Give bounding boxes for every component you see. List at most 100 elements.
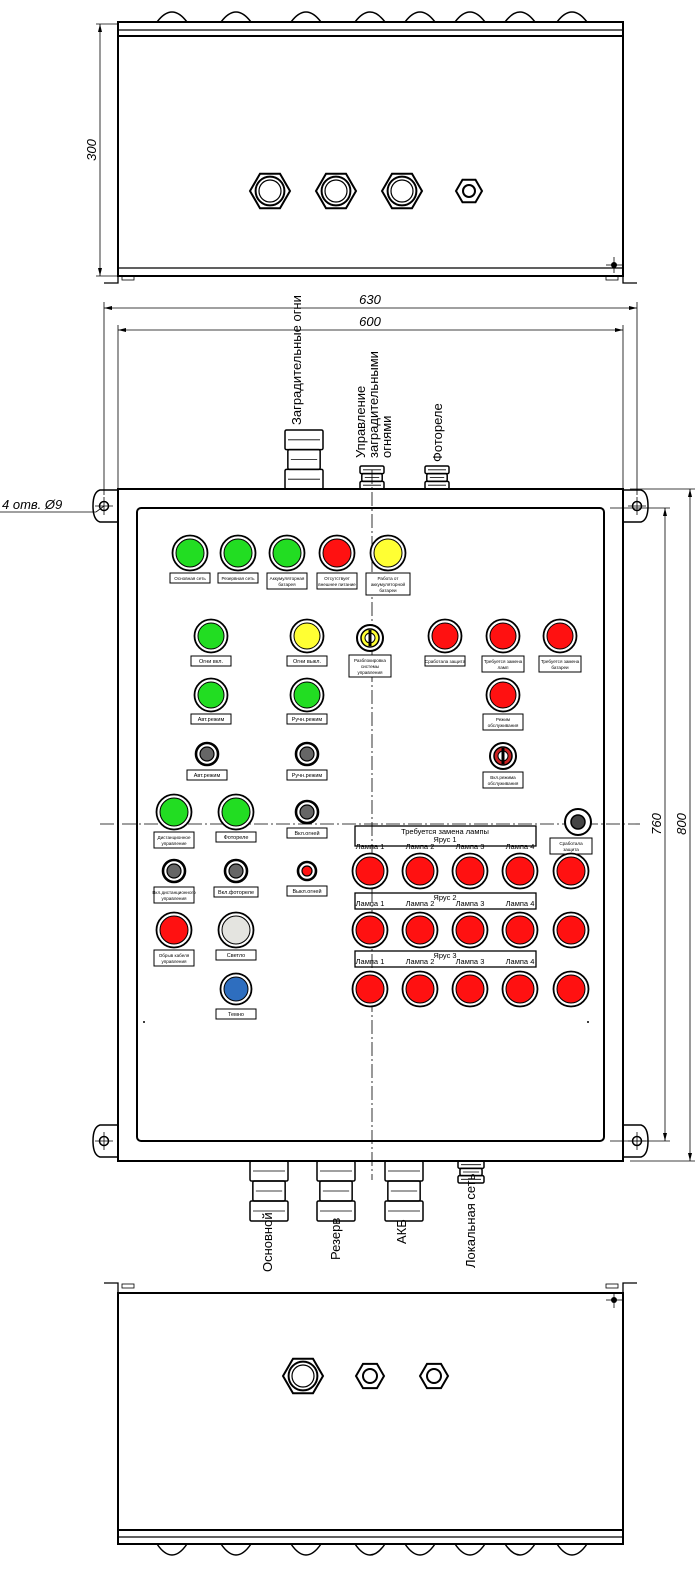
- top-domes: [155, 11, 589, 23]
- battery-indicator: [268, 534, 306, 572]
- tier-2-lamp-3-indicator: [451, 911, 489, 949]
- maintenance-key-switch[interactable]: [489, 742, 517, 770]
- port-label-barrier-lights: Заградительные огни: [289, 295, 304, 425]
- photorelay-on-button[interactable]: [223, 858, 249, 884]
- tier-1-label: Ярус 1: [433, 835, 456, 844]
- svg-text:Ручн.режим: Ручн.режим: [292, 717, 323, 723]
- svg-text:внешнее питание: внешнее питание: [318, 582, 356, 587]
- photorelay-label: Фотореле: [215, 831, 257, 843]
- gland-barrier-lights: [284, 429, 324, 490]
- svg-text:Выкл.огней: Выкл.огней: [292, 888, 321, 895]
- bracket-right: [622, 276, 637, 284]
- light-label: Светло: [215, 949, 257, 961]
- top-view-body: [117, 35, 624, 277]
- dome-cap: [555, 1543, 589, 1556]
- svg-text:Резервная сеть: Резервная сеть: [222, 576, 256, 581]
- svg-text:ламп: ламп: [498, 665, 509, 670]
- photorelay-indicator: [217, 793, 255, 831]
- dark-label: Темно: [215, 1008, 257, 1020]
- tier-2-lamp-2-indicator: [401, 911, 439, 949]
- dome-cap: [503, 1543, 537, 1556]
- manual-mode-button-label: Ручн.режим: [286, 769, 328, 781]
- remote-on-button[interactable]: [161, 858, 187, 884]
- port-label-local-net: Локальная сеть: [463, 1173, 478, 1268]
- auto-mode-label: Авт.режим: [190, 713, 232, 725]
- tier-2-box: [354, 892, 537, 910]
- svg-text:батареи: батареи: [379, 588, 397, 593]
- auto-mode-button[interactable]: [194, 741, 220, 767]
- dome-cap: [453, 11, 487, 23]
- dim-height-front: 760 800: [610, 488, 695, 1162]
- tier-2-lamp-4-indicator: [501, 911, 539, 949]
- front-door: [136, 507, 605, 1142]
- unlock-key-switch[interactable]: [356, 624, 384, 652]
- manual-mode-indicator: [289, 677, 325, 713]
- dome-cap: [403, 11, 437, 23]
- replace-battery-indicator: [542, 618, 578, 654]
- svg-text:Отсутствует: Отсутствует: [324, 576, 351, 581]
- svg-text:Основная сеть: Основная сеть: [174, 576, 206, 581]
- lamp-label: Лампа 4: [506, 899, 535, 908]
- holes-callout: 4 отв. Ø9: [0, 497, 105, 513]
- battery-mode-indicator: [369, 534, 407, 572]
- gland-barrier-control: [359, 465, 385, 490]
- front-view: 4 отв. Ø9 760 800 Заградительные огни Уп…: [0, 295, 695, 1272]
- bracket-left-bottom: [104, 1282, 119, 1293]
- dim-label-630: 630: [359, 292, 381, 307]
- port-label-akb: АКБ: [394, 1219, 409, 1244]
- gland-photorelay: [424, 465, 450, 490]
- tier-3-lamp-4-indicator: [501, 970, 539, 1008]
- dome-cap: [155, 11, 189, 23]
- crosshair-mark-bottom: [606, 1292, 622, 1308]
- lamp-label: Лампа 4: [506, 957, 535, 966]
- svg-text:Фотореле: Фотореле: [224, 835, 249, 841]
- lights-off-button[interactable]: [296, 860, 318, 882]
- svg-text:Требуется замена: Требуется замена: [541, 659, 580, 664]
- bottom-domes: [155, 1543, 589, 1556]
- lights-on-button[interactable]: [294, 799, 320, 825]
- maintenance-mode-indicator: [485, 677, 521, 713]
- lamp-label: Лампа 1: [356, 957, 385, 966]
- protection-tripped-indicator: [427, 618, 463, 654]
- svg-text:Вкл.фотореле: Вкл.фотореле: [218, 890, 254, 896]
- lamp-label: Лампа 2: [406, 899, 435, 908]
- dome-cap: [219, 1543, 253, 1556]
- light-indicator: [217, 911, 255, 949]
- port-label-photorelay: Фотореле: [430, 403, 445, 462]
- lamp-header-box: [354, 825, 537, 847]
- dome-cap: [453, 1543, 487, 1556]
- top-cable-glands: [248, 172, 484, 210]
- remote-control-indicator: [155, 793, 193, 831]
- gland-large: [380, 172, 424, 210]
- dome-cap: [219, 11, 253, 23]
- svg-text:управления: управления: [161, 896, 187, 901]
- dome-cap: [289, 1543, 323, 1556]
- svg-text:батареи: батареи: [551, 665, 569, 670]
- replace-lamp-indicator: [485, 618, 521, 654]
- dark-indicator: [219, 972, 253, 1006]
- auto-mode-indicator: [193, 677, 229, 713]
- svg-text:Режим: Режим: [496, 717, 510, 722]
- svg-text:управления: управления: [161, 959, 187, 964]
- svg-text:Вкл.огней: Вкл.огней: [294, 830, 319, 837]
- svg-text:обслуживания: обслуживания: [488, 781, 519, 786]
- tier-1-extra-indicator: [552, 852, 590, 890]
- lights-on-label: Огни вкл.: [190, 655, 232, 667]
- width-dimensions: 630 600: [103, 292, 638, 495]
- svg-text:Светло: Светло: [227, 953, 245, 959]
- svg-text:обслуживания: обслуживания: [488, 723, 519, 728]
- gland-local-net: [457, 1160, 485, 1184]
- manual-mode-button[interactable]: [294, 741, 320, 767]
- gland-akb: [384, 1160, 424, 1222]
- protection-reset-button[interactable]: [564, 808, 592, 836]
- bottom-cable-glands: [281, 1357, 450, 1395]
- svg-text:Работа от: Работа от: [378, 576, 400, 581]
- svg-text:Сработала: Сработала: [559, 841, 583, 846]
